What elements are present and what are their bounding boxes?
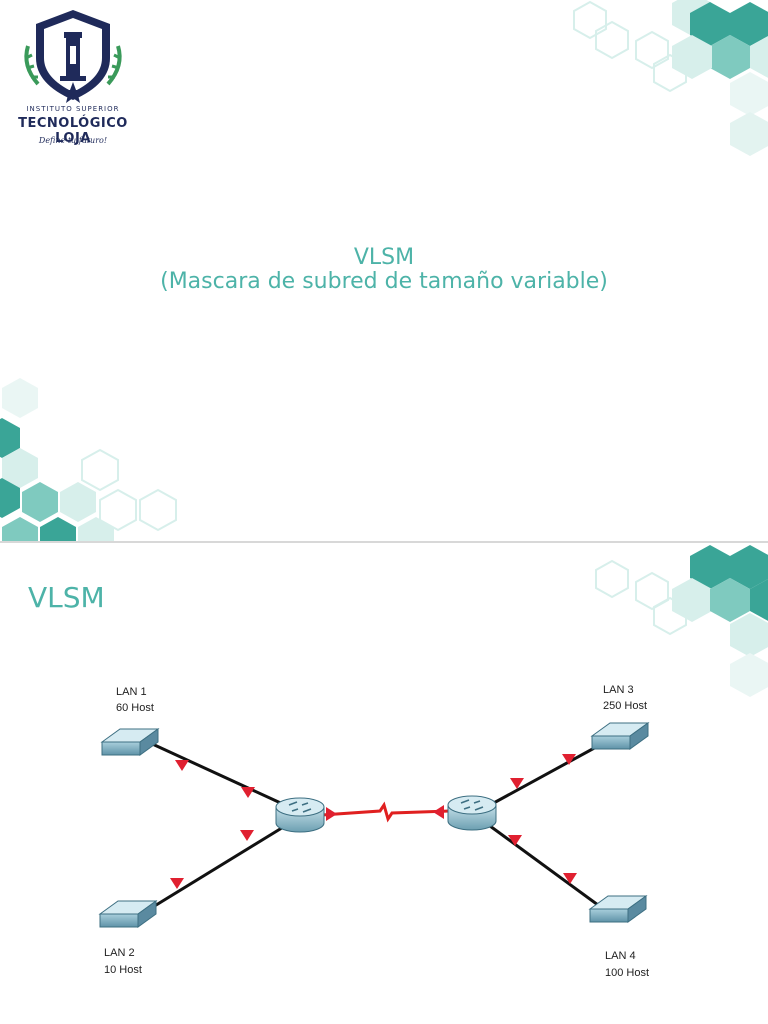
logo-institute-line: INSTITUTO SUPERIOR xyxy=(26,105,120,113)
switch-lan1-icon[interactable] xyxy=(100,728,160,756)
vlsm-topology-slide: VLSM xyxy=(0,543,768,1024)
port-marker-wan-r1 xyxy=(326,807,337,821)
link-lan1-router1 xyxy=(147,740,286,807)
switch-lan4-icon[interactable] xyxy=(588,895,648,923)
hexagon-pattern-top-right-2 xyxy=(595,545,768,697)
port-marker-lan3-switch xyxy=(562,754,576,765)
port-marker-lan2-switch xyxy=(170,878,184,889)
link-lan3-router2 xyxy=(489,744,599,807)
title-slide: INSTITUTO SUPERIOR TECNOLÓGICO LOJA Defi… xyxy=(0,0,768,541)
port-marker-lan2-router xyxy=(240,830,254,841)
hexagon-pattern-bottom-left xyxy=(0,378,177,541)
network-topology-diagram: LAN 1 60 Host LAN 2 10 Host LAN 3 250 Ho… xyxy=(98,684,650,979)
lan1-hosts-label: 60 Host xyxy=(116,702,154,714)
slide-title: VLSM (Mascara de subred de tamaño variab… xyxy=(0,246,768,294)
port-marker-wan-r2 xyxy=(433,805,444,819)
link-lan2-router1 xyxy=(147,824,286,912)
port-marker-lan1-router xyxy=(241,787,255,798)
hexagon-pattern-top-right xyxy=(573,0,768,156)
lan3-name-label: LAN 3 xyxy=(603,684,634,696)
lan1-name-label: LAN 1 xyxy=(116,686,147,698)
router-1-icon[interactable] xyxy=(275,797,325,833)
logo-tagline: Define tu futuro! xyxy=(38,136,108,145)
title-line-2: (Mascara de subred de tamaño variable) xyxy=(160,269,608,294)
title-line-1: VLSM xyxy=(353,245,415,270)
logo-name-line: TECNOLÓGICO LOJA xyxy=(18,116,128,146)
port-marker-lan1-switch xyxy=(175,760,189,771)
wan-serial-link xyxy=(321,801,451,823)
switch-lan3-icon[interactable] xyxy=(590,722,650,750)
port-marker-lan4-router xyxy=(508,835,522,846)
lan4-name-label: LAN 4 xyxy=(605,950,636,962)
router-2-icon[interactable] xyxy=(447,795,497,831)
lan3-hosts-label: 250 Host xyxy=(603,700,647,712)
slide-title: VLSM xyxy=(28,581,105,614)
port-markers xyxy=(170,754,577,889)
shield-emblem-icon xyxy=(24,10,122,103)
lan2-hosts-label: 10 Host xyxy=(104,964,142,976)
port-marker-lan4-switch xyxy=(563,873,577,884)
slide-separator xyxy=(0,541,768,543)
lan2-name-label: LAN 2 xyxy=(104,947,135,959)
lan4-hosts-label: 100 Host xyxy=(605,967,649,979)
switch-lan2-icon[interactable] xyxy=(98,900,158,928)
port-marker-lan3-router xyxy=(510,778,524,789)
institute-logo: INSTITUTO SUPERIOR TECNOLÓGICO LOJA Defi… xyxy=(18,6,128,151)
link-lan4-router2 xyxy=(489,824,599,907)
